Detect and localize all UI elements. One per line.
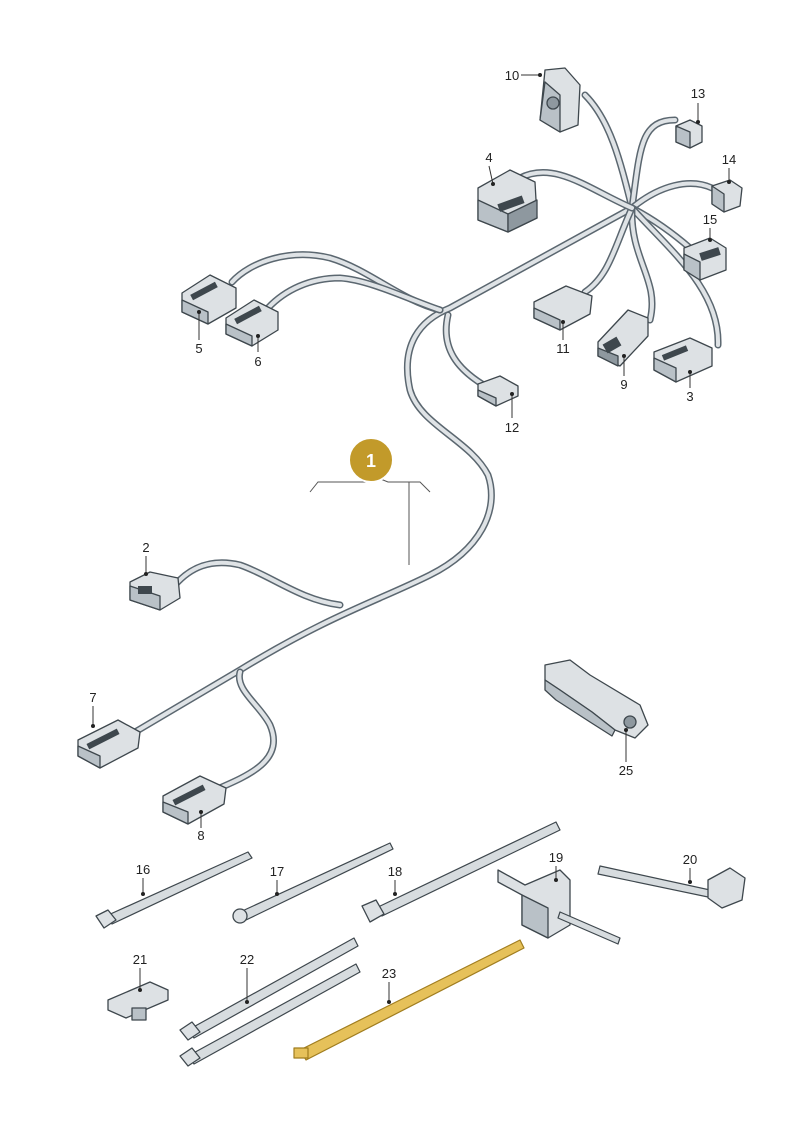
connector-11 (533, 285, 593, 331)
part-labels: 10 13 14 4 15 5 6 11 9 3 12 2 7 8 25 16 … (89, 68, 736, 981)
label-6: 6 (254, 354, 261, 369)
bracket-25 (544, 659, 649, 739)
label-20: 20 (683, 852, 697, 867)
connector-15 (683, 237, 727, 281)
label-7: 7 (89, 690, 96, 705)
label-2: 2 (142, 540, 149, 555)
label-17: 17 (270, 864, 284, 879)
label-5: 5 (195, 341, 202, 356)
leader-lines (91, 73, 731, 1004)
cable-tie-16 (95, 851, 253, 929)
label-4: 4 (485, 150, 492, 165)
label-8: 8 (197, 828, 204, 843)
connector-14 (711, 179, 743, 213)
label-14: 14 (722, 152, 736, 167)
label-13: 13 (691, 86, 705, 101)
label-15: 15 (703, 212, 717, 227)
connector-7 (77, 719, 141, 769)
connector-9 (597, 309, 649, 367)
assembly-bracket (309, 477, 431, 565)
label-16: 16 (136, 862, 150, 877)
label-25: 25 (619, 763, 633, 778)
label-10: 10 (505, 68, 519, 83)
label-23: 23 (382, 966, 396, 981)
clip-21 (107, 981, 169, 1021)
connector-4 (477, 169, 538, 233)
label-21: 21 (133, 952, 147, 967)
label-9: 9 (620, 377, 627, 392)
connector-13 (675, 119, 703, 149)
cable-tie-20 (597, 865, 746, 909)
label-12: 12 (505, 420, 519, 435)
label-3: 3 (686, 389, 693, 404)
main-part-badge: 1 (348, 437, 394, 483)
cable-clip-19 (497, 869, 621, 945)
connector-10 (539, 67, 581, 133)
connector-3 (653, 337, 713, 383)
connector-2 (129, 571, 181, 611)
connector-12 (477, 375, 519, 407)
cable-tie-17 (232, 842, 394, 924)
label-11: 11 (556, 341, 570, 356)
connector-5 (181, 274, 237, 325)
label-22: 22 (240, 952, 254, 967)
cable-tie-23-highlighted (293, 939, 525, 1061)
connector-8 (162, 775, 227, 825)
label-18: 18 (388, 864, 402, 879)
cable-tie-18 (361, 821, 561, 923)
connector-6 (225, 299, 279, 347)
main-part-badge-text: 1 (366, 451, 376, 471)
harness-wires (126, 91, 722, 794)
cable-ties-22 (179, 937, 361, 1067)
label-19: 19 (549, 850, 563, 865)
